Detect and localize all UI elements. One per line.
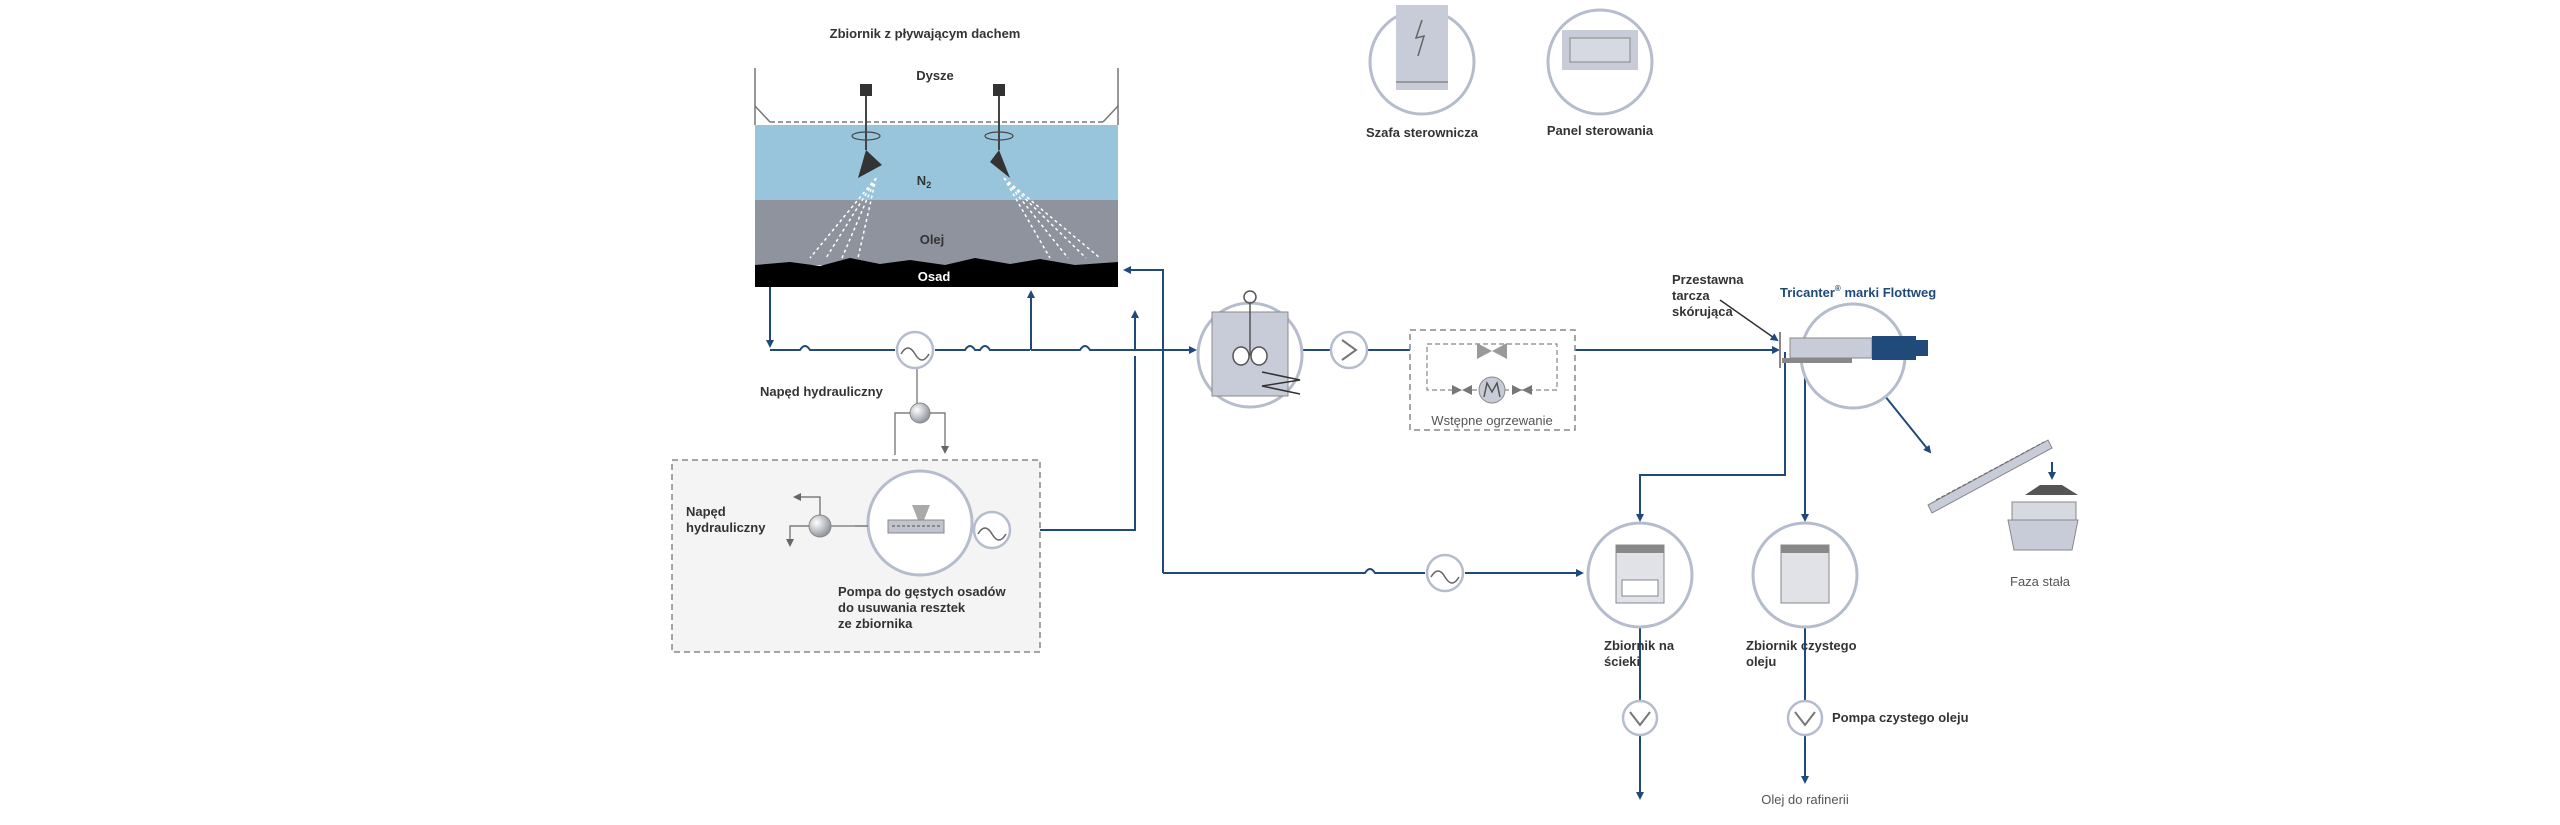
n2-label: N2 xyxy=(916,173,932,190)
skimmer-disc-label: Przestawna tarcza skórująca xyxy=(1672,272,1744,319)
conveyor-icon xyxy=(1927,439,2053,514)
sediment-label: Osad xyxy=(917,269,951,284)
nozzles-label: Dysze xyxy=(916,68,954,83)
heat-exchanger-icon xyxy=(895,330,935,370)
nozzle-icon xyxy=(984,84,1101,259)
pump-icon xyxy=(1786,699,1824,737)
hydraulic-drive-top-label: Napęd hydrauliczny xyxy=(760,384,883,399)
hydraulic-drive-box-label: Napęd hydrauliczny xyxy=(686,504,766,535)
preheating-box xyxy=(1409,329,1576,431)
nozzle-icon xyxy=(809,84,882,259)
control-cabinet-icon xyxy=(1368,5,1476,116)
clean-oil-tank-label: Zbiornik czystego oleju xyxy=(1746,638,1857,669)
decanter-centrifuge-icon xyxy=(1719,299,1928,410)
wastewater-tank-icon xyxy=(1586,521,1694,629)
agitator-vessel-icon xyxy=(1196,290,1304,409)
pump-icon xyxy=(1329,330,1369,370)
oil-layer-label: Olej xyxy=(919,232,945,247)
pump-icon xyxy=(1621,699,1659,737)
clean-oil-pump-label: Pompa czystego oleju xyxy=(1832,710,1969,725)
control-panel-label: Panel sterowania xyxy=(1546,123,1654,138)
wastewater-tank-label: Zbiornik na ścieki xyxy=(1604,638,1675,669)
solid-phase-label: Faza stała xyxy=(2010,574,2070,589)
lightning-icon xyxy=(1414,19,1426,57)
tank-title: Zbiornik z pływającym dachem xyxy=(829,26,1021,41)
sludge-pump-box xyxy=(671,459,1041,653)
hydraulic-drive-top xyxy=(894,367,949,455)
floating-roof-tank xyxy=(754,68,1119,287)
control-panel-icon xyxy=(1546,8,1654,116)
sludge-pump-label: Pompa do gęstych osadów do usuwania resz… xyxy=(838,584,1006,631)
pipe-network xyxy=(766,266,1932,800)
valve-icon xyxy=(1452,376,1532,404)
tricanter-label: Tricanter® marki Flottweg xyxy=(1780,284,1937,300)
clean-oil-tank-icon xyxy=(1751,521,1859,629)
oil-to-refinery-label: Olej do rafinerii xyxy=(1761,792,1849,807)
container-icon xyxy=(2007,462,2079,551)
control-cabinet-label: Szafa sterownicza xyxy=(1366,125,1478,140)
preheating-label: Wstępne ogrzewanie xyxy=(1431,413,1553,428)
heat-exchanger-icon xyxy=(1425,553,1465,593)
